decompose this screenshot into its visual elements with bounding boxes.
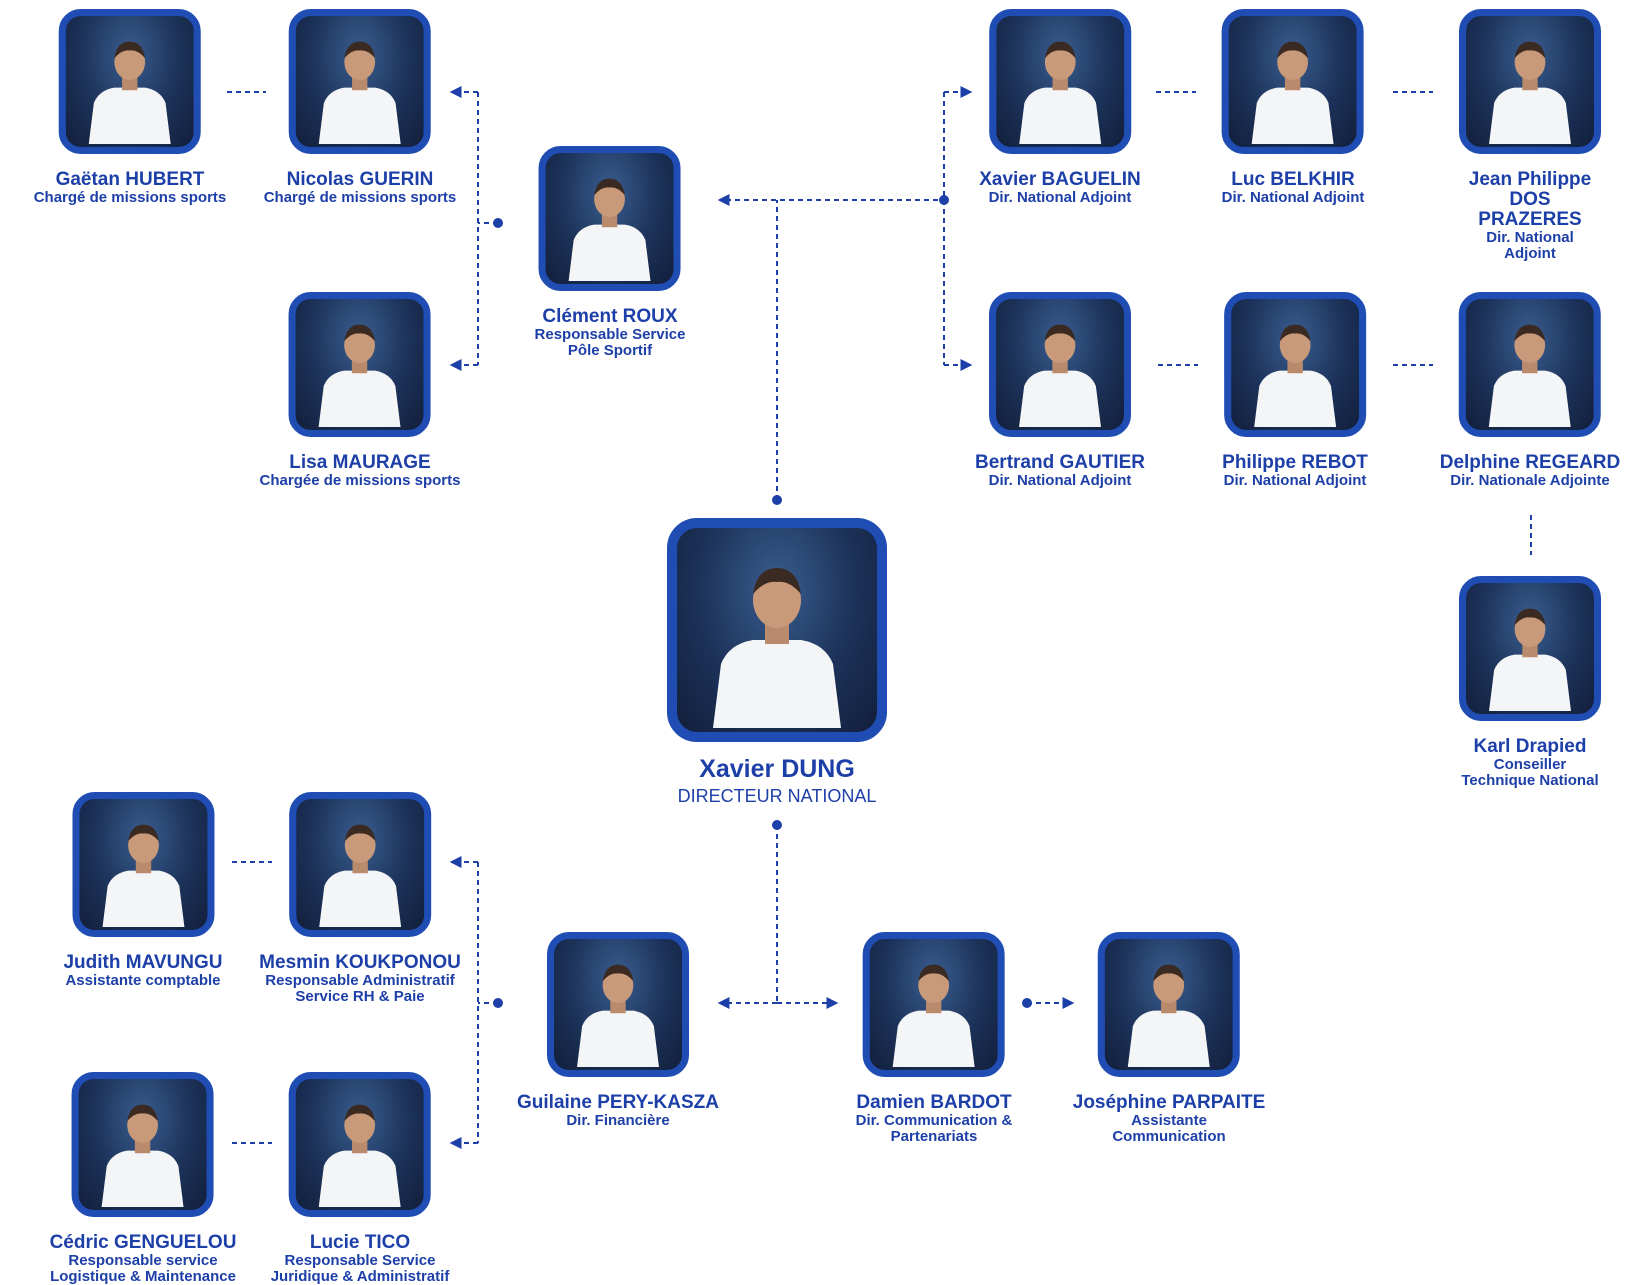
person-silhouette (1128, 964, 1210, 1067)
person-card-philippe: Philippe REBOT Dir. National Adjoint (1222, 292, 1368, 489)
person-name: Bertrand GAUTIER (975, 452, 1145, 473)
person-role: Dir. Communication & Partenariats (855, 1112, 1013, 1145)
person-card-karl: Karl Drapied Conseiller Technique Nation… (1459, 576, 1601, 789)
person-card-xavier-baguelin: Xavier BAGUELIN Dir. National Adjoint (979, 9, 1141, 206)
person-silhouette (319, 324, 401, 427)
person-name: Mesmin KOUKPONOU (259, 952, 461, 973)
person-name: Lucie TICO (309, 1232, 411, 1253)
person-silhouette (319, 1104, 401, 1207)
portrait-photo (72, 1072, 214, 1217)
person-name: Karl Drapied (1473, 736, 1587, 757)
person-card-delphine: Delphine REGEARD Dir. Nationale Adjointe (1439, 292, 1621, 489)
person-card-lisa: Lisa MAURAGE Chargée de missions sports (259, 292, 461, 489)
person-silhouette (1489, 41, 1571, 144)
person-role: Dir. National Adjoint (1486, 229, 1574, 262)
person-card-bertrand: Bertrand GAUTIER Dir. National Adjoint (975, 292, 1145, 489)
person-card-gaetan: Gaëtan HUBERT Chargé de missions sports (33, 9, 227, 206)
portrait-photo (289, 9, 431, 154)
person-name: Joséphine PARPAITE (1072, 1092, 1266, 1113)
person-role: Assistante comptable (65, 972, 221, 989)
person-silhouette (1252, 41, 1334, 144)
person-silhouette (1019, 324, 1101, 427)
person-card-xavier-dung: Xavier DUNG DIRECTEUR NATIONAL (667, 518, 887, 806)
portrait-photo (1222, 9, 1364, 154)
portrait-photo (72, 792, 214, 937)
person-role: Dir. Financière (566, 1112, 670, 1129)
portrait-photo (547, 932, 689, 1077)
portrait-photo (1459, 576, 1601, 721)
person-name: Judith MAVUNGU (63, 952, 223, 973)
person-silhouette (1019, 41, 1101, 144)
person-role: Dir. Nationale Adjointe (1450, 472, 1610, 489)
portrait-photo (989, 292, 1131, 437)
portrait-photo (289, 292, 431, 437)
person-role: Dir. National Adjoint (1223, 472, 1367, 489)
person-card-nicolas: Nicolas GUERIN Chargé de missions sports (263, 9, 457, 206)
person-role: DIRECTEUR NATIONAL (677, 786, 877, 806)
person-silhouette (319, 824, 401, 927)
portrait-photo (988, 9, 1131, 154)
person-role: Chargée de missions sports (259, 472, 461, 489)
person-role: Chargé de missions sports (263, 189, 457, 206)
portrait-photo (1098, 932, 1240, 1077)
person-silhouette (89, 41, 171, 144)
person-name: Jean Philippe DOS PRAZERES (1468, 169, 1592, 230)
person-silhouette (893, 964, 975, 1067)
person-role: Responsable Service Pôle Sportif (534, 326, 686, 359)
person-card-judith: Judith MAVUNGU Assistante comptable (63, 792, 223, 989)
person-role: Assistante Communication (1112, 1112, 1226, 1145)
person-role: Responsable Service Juridique & Administ… (270, 1252, 450, 1285)
person-card-cedric: Cédric GENGUELOU Responsable service Log… (49, 1072, 237, 1285)
person-silhouette (102, 824, 184, 927)
portrait-photo (863, 932, 1005, 1077)
portrait-photo (288, 792, 431, 937)
person-silhouette (713, 568, 841, 728)
person-silhouette (1489, 608, 1571, 711)
person-card-guilaine: Guilaine PERY-KASZA Dir. Financière (517, 932, 719, 1129)
person-card-clement: Clément ROUX Responsable Service Pôle Sp… (534, 146, 686, 359)
portrait-photo (289, 1072, 431, 1217)
person-card-mesmin: Mesmin KOUKPONOU Responsable Administrat… (259, 792, 461, 1005)
person-name: Xavier DUNG (699, 755, 855, 783)
person-name: Gaëtan HUBERT (55, 169, 205, 190)
person-silhouette (102, 1104, 184, 1207)
portrait-photo (667, 518, 887, 742)
person-name: Guilaine PERY-KASZA (517, 1092, 719, 1113)
portrait-photo (538, 146, 681, 291)
person-name: Delphine REGEARD (1439, 452, 1621, 473)
person-silhouette (577, 964, 659, 1067)
portrait-photo (1459, 292, 1601, 437)
person-role: Dir. National Adjoint (988, 472, 1132, 489)
portrait-photo (1224, 292, 1366, 437)
person-silhouette (1254, 324, 1336, 427)
person-name: Lisa MAURAGE (289, 452, 431, 473)
person-role: Dir. National Adjoint (988, 189, 1132, 206)
person-name: Luc BELKHIR (1231, 169, 1355, 190)
person-role: Responsable Administratif Service RH & P… (265, 972, 455, 1005)
person-card-luc: Luc BELKHIR Dir. National Adjoint (1221, 9, 1365, 206)
person-name: Cédric GENGUELOU (49, 1232, 237, 1253)
person-name: Clément ROUX (542, 306, 678, 327)
portrait-photo (59, 9, 201, 154)
portrait-photo (1459, 9, 1601, 154)
person-name: Xavier BAGUELIN (979, 169, 1141, 190)
person-name: Damien BARDOT (856, 1092, 1012, 1113)
person-name: Philippe REBOT (1222, 452, 1368, 473)
person-name: Nicolas GUERIN (286, 169, 434, 190)
person-role: Responsable service Logistique & Mainten… (50, 1252, 236, 1285)
person-role: Chargé de missions sports (33, 189, 227, 206)
person-silhouette (319, 41, 401, 144)
person-card-josephine: Joséphine PARPAITE Assistante Communicat… (1072, 932, 1266, 1145)
person-card-damien: Damien BARDOT Dir. Communication & Parte… (855, 932, 1013, 1145)
person-silhouette (569, 178, 651, 281)
person-role: Dir. National Adjoint (1221, 189, 1365, 206)
person-silhouette (1489, 324, 1571, 427)
person-role: Conseiller Technique National (1461, 756, 1599, 789)
person-card-lucie: Lucie TICO Responsable Service Juridique… (270, 1072, 450, 1285)
person-card-jean-philippe: Jean Philippe DOS PRAZERES Dir. National… (1459, 9, 1601, 262)
